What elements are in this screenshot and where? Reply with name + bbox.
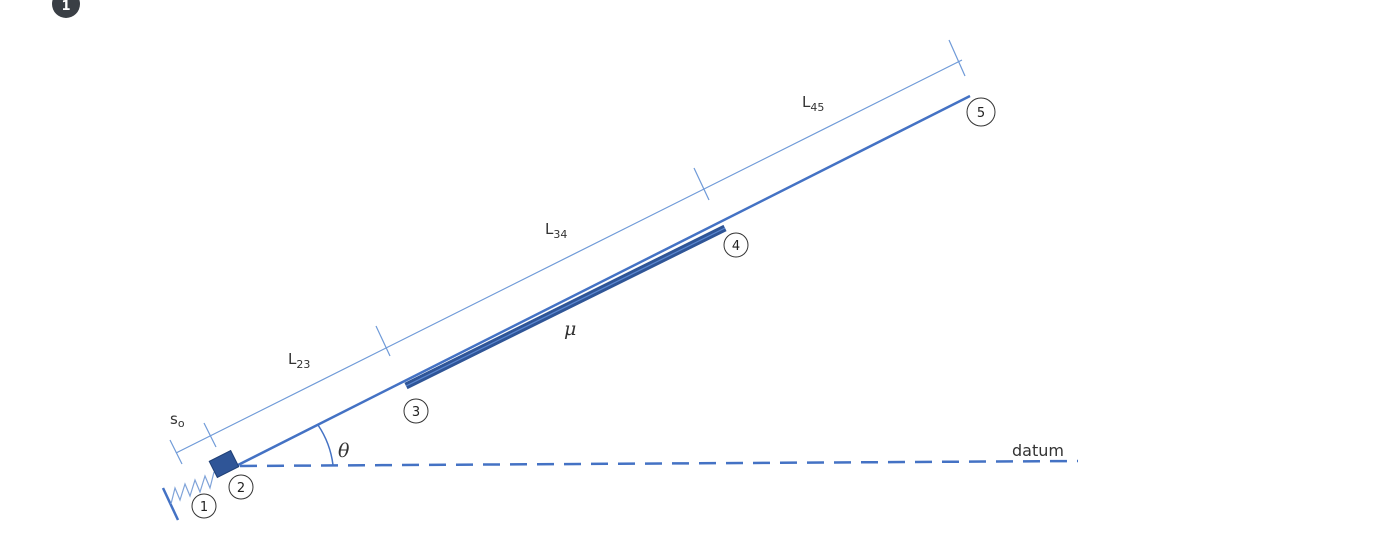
incline-line	[235, 94, 971, 468]
dimension-line	[175, 59, 963, 454]
spring	[170, 471, 215, 505]
block	[208, 449, 240, 479]
friction-zone-highlight	[405, 227, 726, 387]
theta-angle-arc	[317, 424, 334, 466]
label-L45: L45	[802, 93, 824, 114]
node-marker-3: 3	[403, 398, 429, 424]
svg-text:2: 2	[237, 481, 245, 496]
dimension-tick-point-5	[948, 39, 966, 77]
dimension-tick-point-2	[203, 422, 217, 448]
svg-text:1: 1	[200, 500, 208, 515]
step-number-badge: 1	[52, 0, 80, 18]
svg-text:5: 5	[977, 106, 985, 121]
label-theta: θ	[338, 440, 350, 462]
label-L34: L34	[545, 220, 567, 241]
label-datum: datum	[1012, 441, 1064, 460]
node-marker-4: 4	[723, 232, 749, 258]
node-marker-5: 5	[966, 97, 996, 127]
node-marker-1: 1	[191, 493, 217, 519]
dimension-tick-s0-start	[169, 439, 183, 465]
label-L23: L23	[288, 350, 310, 371]
svg-text:3: 3	[412, 405, 420, 420]
dimension-tick-point-4	[693, 167, 710, 201]
node-marker-2: 2	[228, 474, 254, 500]
label-s0: so	[170, 410, 185, 430]
datum-line	[239, 459, 1079, 468]
wall-line	[161, 487, 180, 521]
svg-text:4: 4	[732, 239, 740, 254]
label-mu: μ	[564, 318, 576, 340]
dimension-tick-point-3	[375, 325, 391, 357]
